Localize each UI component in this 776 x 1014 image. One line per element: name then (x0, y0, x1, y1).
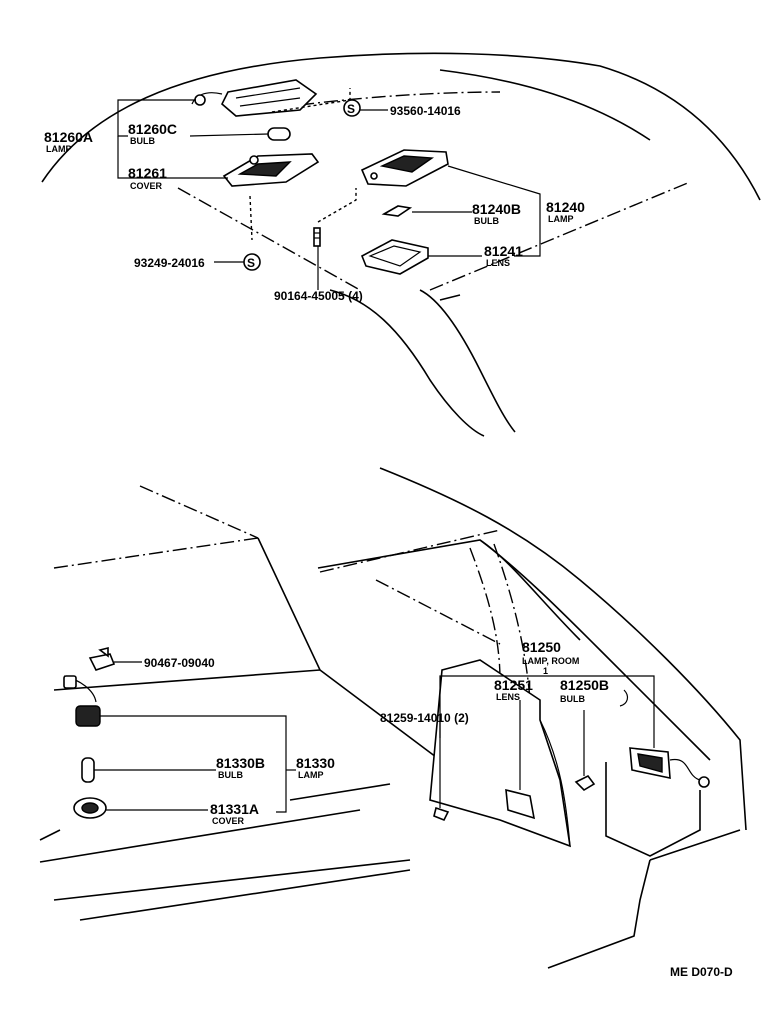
label-93249-24016: 93249-24016 (134, 256, 205, 270)
lens-81251-shape (505, 788, 536, 820)
label-81260c-desc: BULB (130, 136, 155, 146)
socket-81330-shape (63, 675, 101, 727)
label-81240-desc: LAMP (548, 214, 574, 224)
lower-leaders (94, 661, 655, 813)
label-81260a: 81260A (44, 129, 93, 145)
screw-symbol-text: S (247, 256, 255, 270)
label-81251: 81251 (494, 677, 533, 693)
label-81250-desc: LAMP, ROOM (522, 656, 579, 666)
lamp-81240-housing (360, 149, 449, 187)
bulb-81330b-shape (81, 757, 95, 783)
label-81240b: 81240B (472, 201, 521, 217)
figure-code: ME D070-D (670, 965, 733, 979)
label-81240b-desc: BULB (474, 216, 499, 226)
lamp-81260a-housing (191, 79, 318, 117)
label-81260c: 81260C (128, 121, 177, 137)
upper-leaders (117, 88, 541, 290)
label-81331a-desc: COVER (212, 816, 245, 826)
label-81330b-desc: BULB (218, 770, 243, 780)
label-93560-14016: 93560-14016 (390, 104, 461, 118)
screw-90164-shape (313, 227, 321, 247)
lower-body-outline (39, 467, 747, 969)
label-81240: 81240 (546, 199, 585, 215)
label-90467-09040: 90467-09040 (144, 656, 215, 670)
bulb-81250b-shape (574, 774, 596, 792)
label-81241: 81241 (484, 243, 523, 259)
clip-90467-shape (88, 646, 116, 671)
label-81251-desc: LENS (496, 692, 520, 702)
screw-symbol-text: S (347, 102, 355, 116)
label-81250b-desc: BULB (560, 694, 585, 704)
lens-81241-shape (360, 239, 429, 275)
label-81331a: 81331A (210, 801, 259, 817)
label-81250: 81250 (522, 639, 561, 655)
label-81260a-desc: LAMP (46, 144, 72, 154)
label-90164-45005: 90164-45005 (4) (274, 289, 363, 303)
bulb-81240b-shape (381, 205, 413, 217)
label-81241-desc: LENS (486, 258, 510, 268)
cover-81261-shape (222, 153, 320, 187)
label-81330-desc: LAMP (298, 770, 324, 780)
label-81259-14010: 81259-14010 (2) (380, 711, 469, 725)
screw-81259-shape (433, 806, 450, 822)
screw-symbol-93560: S (343, 99, 361, 117)
label-81261: 81261 (128, 165, 167, 181)
room-lamp-panel (429, 659, 571, 848)
label-81261-desc: COVER (130, 181, 163, 191)
label-81330: 81330 (296, 755, 335, 771)
screw-symbol-93249: S (243, 253, 261, 271)
cover-81331a-shape (73, 797, 107, 819)
label-81330b: 81330B (216, 755, 265, 771)
label-81250b: 81250B (560, 677, 609, 693)
room-lamp-81250-housing (629, 747, 710, 788)
upper-roof-outline (41, 52, 761, 437)
label-small-one: 1 (543, 666, 548, 676)
bulb-81260c-shape (267, 127, 291, 141)
